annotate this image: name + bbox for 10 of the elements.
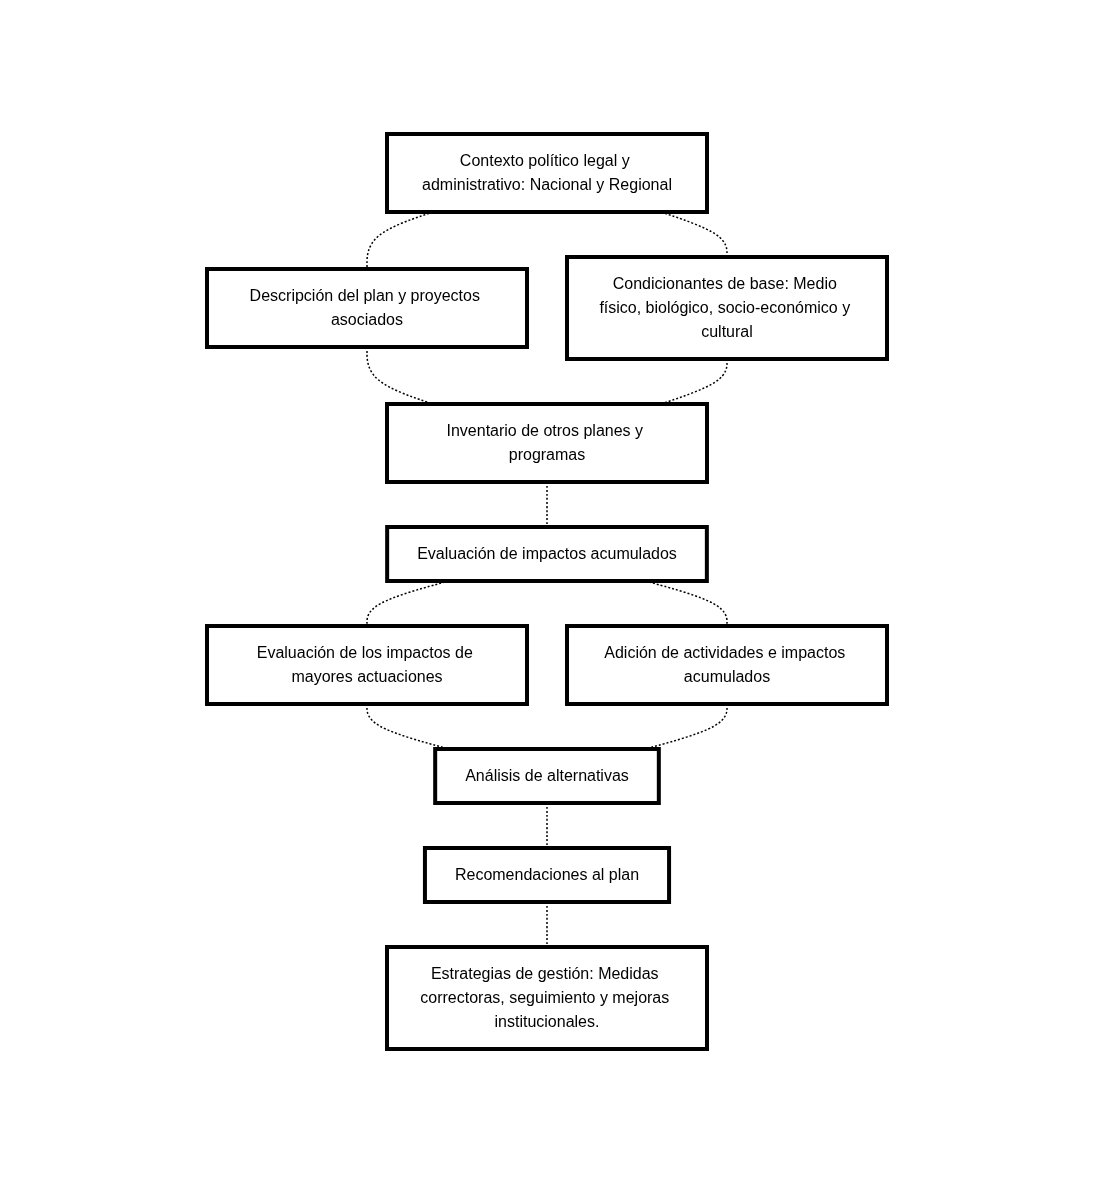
- node-box: Descripción del plan y proyectos asociados: [204, 267, 529, 349]
- node-box: Inventario de otros planes y programas: [384, 402, 709, 484]
- node-box: Condicionantes de base: Medio físico, biológico, socio-económico y cultural: [564, 255, 889, 361]
- node-box: Adición de actividades e impactos acumulados: [564, 624, 889, 706]
- node-box: Evaluación de los impactos de mayores actuaciones: [204, 624, 529, 706]
- node-box: Evaluación de impactos acumulados: [384, 525, 709, 583]
- node-box: Análisis de alternativas: [432, 747, 661, 805]
- node-box: Contexto político legal y administrativo: Nacional y Regional: [384, 132, 709, 214]
- node-box: Recomendaciones al plan: [422, 846, 671, 904]
- node-box: Estrategias de gestión: Medidas correctoras, seguimiento y mejoras institucionales.: [384, 945, 709, 1051]
